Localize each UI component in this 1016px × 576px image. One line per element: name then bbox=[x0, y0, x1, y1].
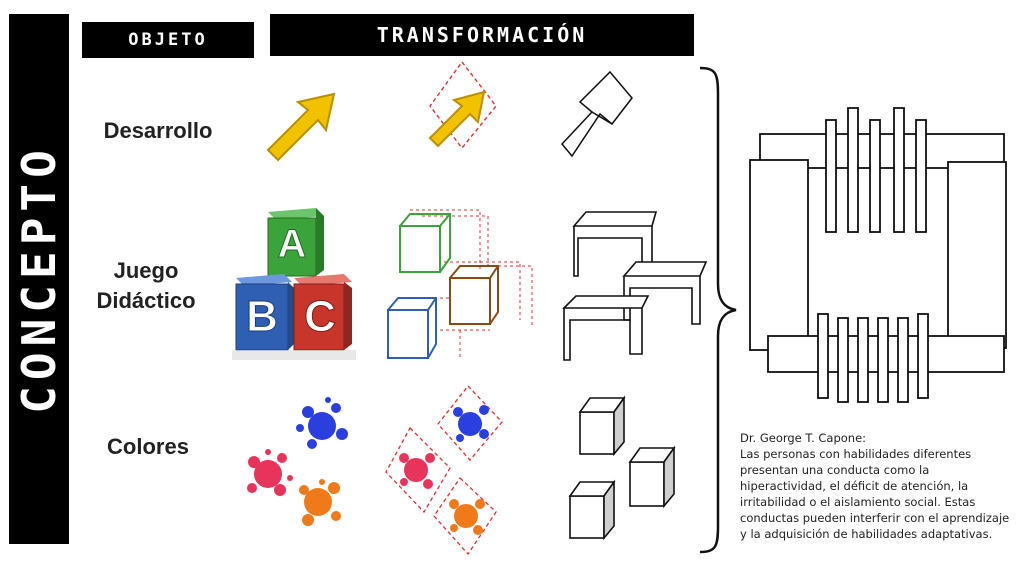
arrow-outline-icon bbox=[560, 70, 633, 158]
composite-connector-shape bbox=[749, 107, 1007, 403]
concepto-label: CONCEPTO bbox=[12, 144, 66, 414]
outline-shapes-diagram bbox=[562, 211, 708, 361]
arrow-framed-icon bbox=[428, 60, 497, 150]
capone-note: Dr. George T. Capone: Las personas con h… bbox=[740, 430, 1012, 542]
row-label-desarrollo: Desarrollo bbox=[103, 118, 213, 143]
row-label-colores: Colores bbox=[107, 434, 189, 459]
transformacion-header: TRANSFORMACIÓN bbox=[270, 14, 694, 56]
wireframe-cubes-diagram bbox=[387, 209, 533, 360]
note-author: Dr. George T. Capone: bbox=[740, 431, 867, 445]
abc-cubes: A B C bbox=[232, 204, 356, 366]
objeto-header: OBJETO bbox=[82, 22, 254, 58]
cube-letter-c: C bbox=[304, 292, 337, 342]
paint-splats bbox=[247, 397, 348, 526]
arrow-icon bbox=[266, 92, 336, 162]
paint-splats-framed bbox=[385, 385, 503, 556]
note-body: Las personas con habilidades diferentes … bbox=[740, 447, 1010, 541]
cube-letter-a: A bbox=[277, 222, 307, 267]
cube-letter-b: B bbox=[246, 292, 279, 342]
concepto-banner: CONCEPTO bbox=[9, 14, 69, 544]
row-label-juego-didactico: Juego Didáctico bbox=[96, 258, 196, 313]
gray-cubes-diagram bbox=[568, 395, 676, 541]
curly-brace bbox=[699, 66, 737, 554]
